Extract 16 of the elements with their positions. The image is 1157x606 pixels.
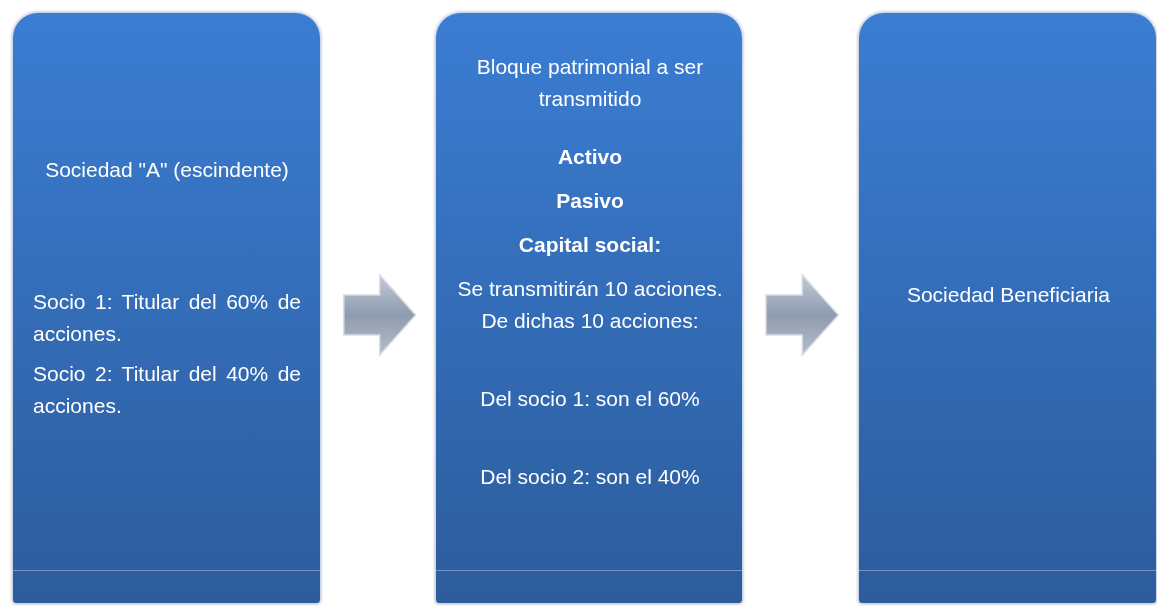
box-title: Sociedad Beneficiaria	[905, 282, 1112, 308]
process-box	[858, 12, 1157, 604]
box-text: Socio 2: Titular del 40% de acciones.	[33, 361, 301, 419]
box-text: Activo	[556, 144, 624, 170]
box-title: Bloque patrimonial a ser transmitido	[475, 54, 705, 112]
box-text: Del socio 2: son el 40%	[479, 464, 701, 490]
box-text: Pasivo	[555, 188, 625, 214]
box-text: Capital social:	[517, 232, 663, 258]
block-arrow	[765, 273, 840, 357]
box-text: Del socio 1: son el 60%	[479, 386, 701, 412]
box-text: Socio 1: Titular del 60% de acciones.	[33, 289, 301, 347]
process-box	[435, 12, 743, 604]
box-title: Sociedad "A" (escindente)	[44, 157, 290, 183]
process-box	[12, 12, 321, 604]
block-arrow	[343, 273, 417, 357]
box-text: Se transmitirán 10 acciones. De dichas 10 acciones:	[456, 276, 724, 334]
